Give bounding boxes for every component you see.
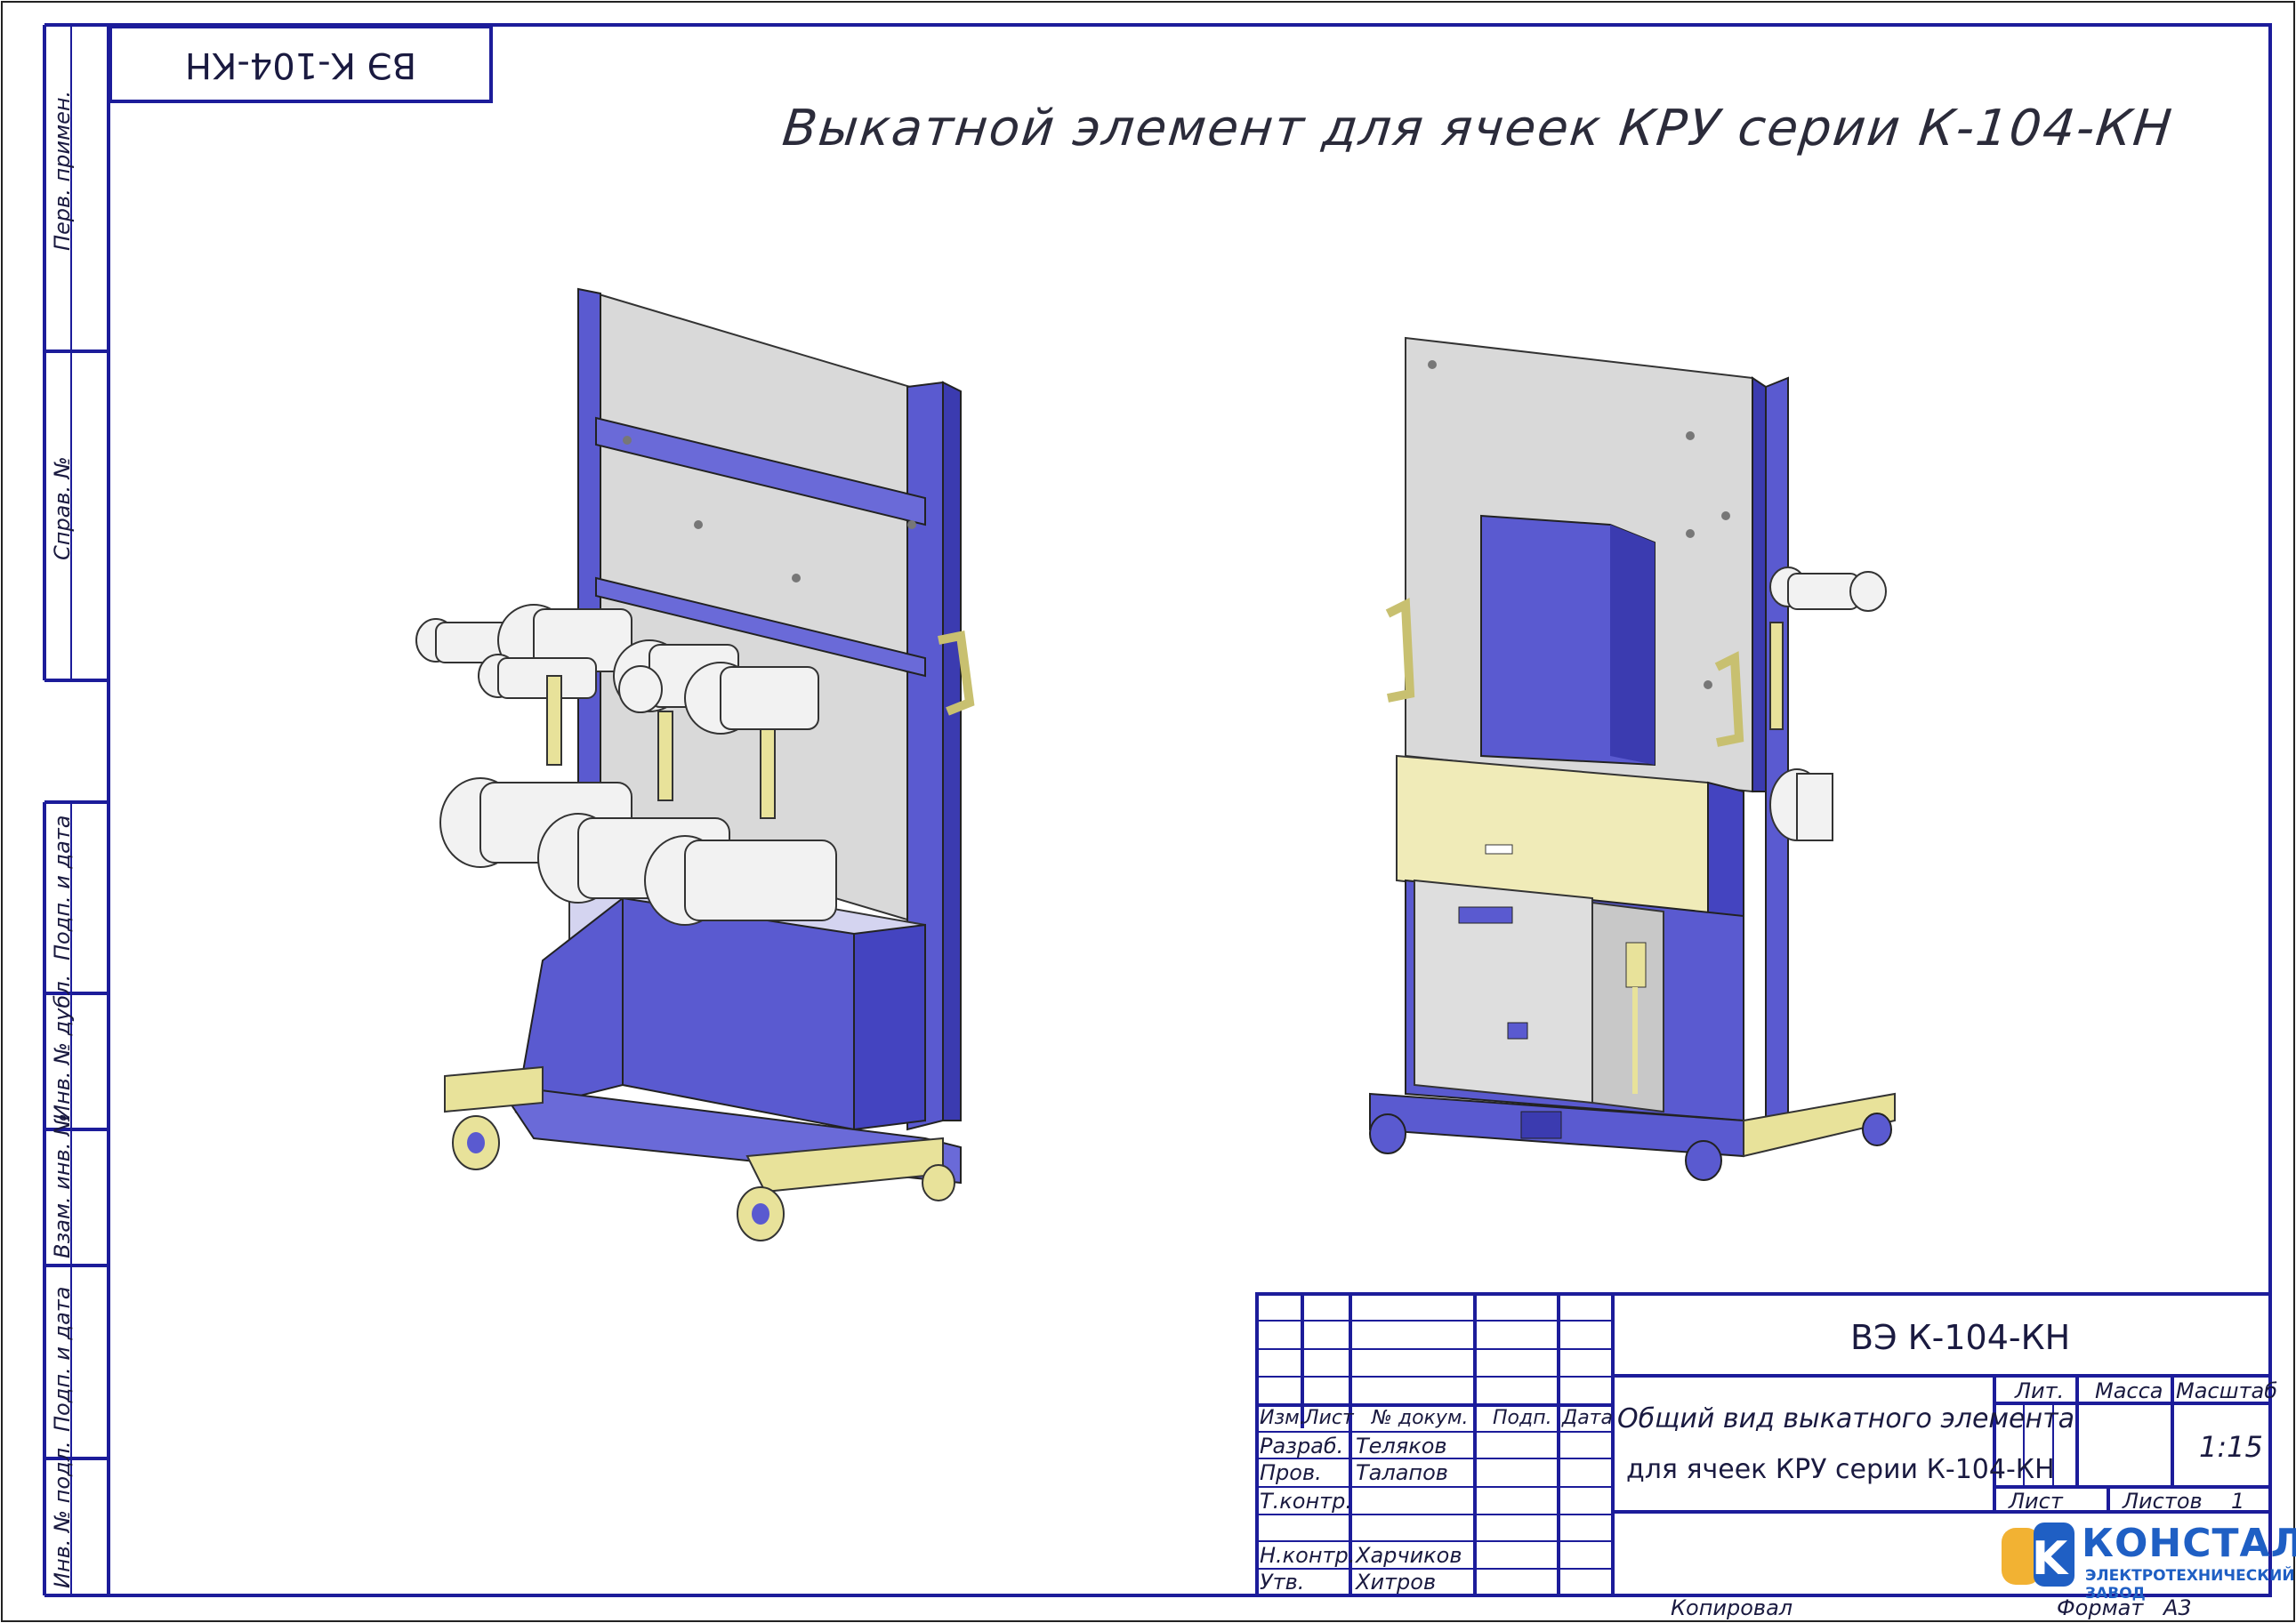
role-razrab: Разраб. <box>1260 1434 1344 1458</box>
title-block-name-line1: Общий вид выкатного элемента <box>1617 1403 2074 1434</box>
person-utv: Хитров <box>1356 1570 1437 1595</box>
label-sheet: Лист <box>2009 1489 2063 1514</box>
label-massa: Масса <box>2095 1378 2163 1403</box>
role-prov: Пров. <box>1260 1460 1322 1485</box>
rotated-designation-box: ВЭ К-104-КН <box>109 25 493 103</box>
company-logo: K КОНСТАЛИН ЭЛЕКТРОТЕХНИЧЕСКИЙ ЗАВОД <box>1996 1515 2296 1603</box>
label-sheets: Листов <box>2123 1489 2203 1514</box>
footer-format-label: Формат <box>2057 1595 2144 1620</box>
label-masshtab: Масштаб <box>2176 1378 2278 1403</box>
equipment-rear-view <box>1369 336 1896 1181</box>
title-block-designation: ВЭ К-104-КН <box>1850 1318 2071 1357</box>
header-podp: Подп. <box>1493 1407 1552 1429</box>
header-data: Дата <box>1562 1407 1613 1429</box>
footer-kopiroval: Копировал <box>1671 1595 1793 1620</box>
company-name: КОНСТАЛИН <box>2082 1521 2296 1566</box>
footer-format-value: А3 <box>2163 1595 2192 1620</box>
person-nkontr: Харчиков <box>1356 1543 1462 1568</box>
equipment-front-view <box>415 287 975 1241</box>
role-tkontr: Т.контр. <box>1260 1489 1353 1514</box>
role-nkontr: Н.контр. <box>1260 1543 1356 1568</box>
logo-mark-icon: K <box>2002 1523 2074 1587</box>
sheets-value: 1 <box>2231 1489 2245 1514</box>
header-list: Лист <box>1304 1407 1354 1429</box>
label-lit: Лит. <box>2015 1378 2065 1403</box>
person-razrab: Теляков <box>1356 1434 1447 1458</box>
logo-letters: K <box>2032 1532 2069 1586</box>
header-no-dokum: № докум. <box>1372 1407 1469 1429</box>
role-utv: Утв. <box>1260 1570 1305 1595</box>
company-subtitle: ЭЛЕКТРОТЕХНИЧЕСКИЙ ЗАВОД <box>2085 1567 2295 1603</box>
scale-value: 1:15 <box>2199 1430 2263 1464</box>
header-izm: Изм. <box>1260 1407 1306 1429</box>
person-prov: Талапов <box>1356 1460 1448 1485</box>
title-block-name-line2: для ячеек КРУ серии К-104-КН <box>1626 1454 2055 1485</box>
